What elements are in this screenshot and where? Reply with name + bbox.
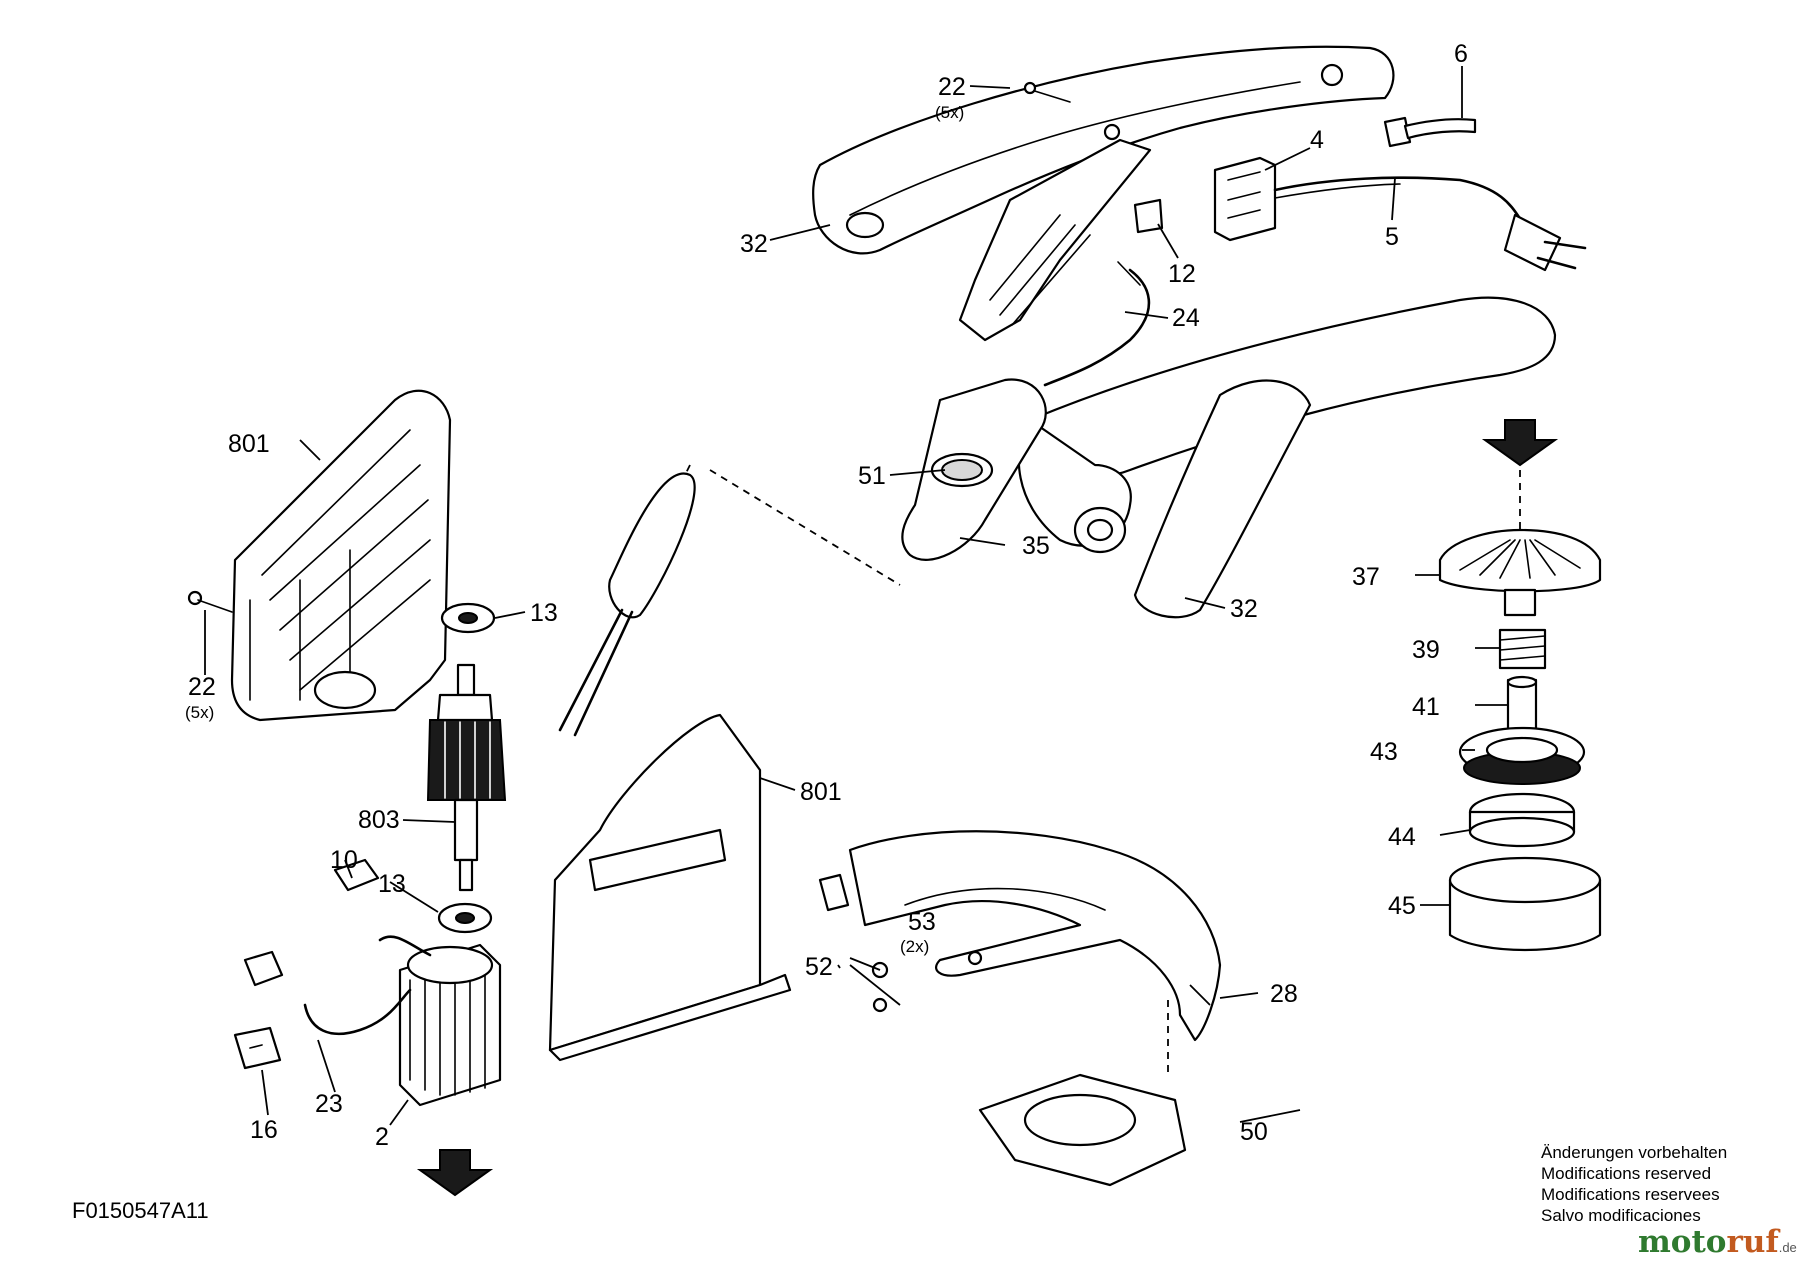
assembly-dashed-line: [709, 469, 901, 586]
label-13-bottom: 13: [378, 870, 406, 898]
label-51: 51: [858, 462, 886, 490]
label-5: 5: [1385, 223, 1399, 251]
wire-23-part: [303, 988, 412, 1036]
label-6: 6: [1454, 40, 1468, 68]
hub-41-part: [1506, 675, 1538, 732]
label-37: 37: [1352, 563, 1380, 591]
label-32-right: 32: [1230, 595, 1258, 623]
label-45: 45: [1388, 892, 1416, 920]
bearing-13-bottom-part: [437, 902, 493, 934]
shaft-tube-part: [1017, 296, 1557, 619]
figure-code: F0150547A11: [72, 1198, 209, 1223]
modifications-note-de: Änderungen vorbehalten: [1541, 1143, 1727, 1162]
label-4: 4: [1310, 126, 1324, 154]
cap-45-part: [1448, 856, 1602, 952]
motor-cover-part: [548, 713, 792, 1062]
label-22-left: 22: [188, 673, 216, 701]
label-41: 41: [1412, 693, 1440, 721]
stator-2-part: [378, 935, 502, 1107]
label-52: 52: [805, 953, 833, 981]
watermark-suffix: .de: [1779, 1240, 1797, 1255]
label-50: 50: [1240, 1118, 1268, 1146]
screw-22-top: [1023, 81, 1071, 103]
spring-39-part: [1498, 628, 1547, 670]
label-22-left-qty: (5x): [185, 703, 214, 722]
label-22-top-qty: (5x): [935, 103, 964, 122]
leader-lines: [204, 66, 1508, 1126]
label-35: 35: [1022, 532, 1050, 560]
cord-strain-relief-part: [1383, 116, 1477, 148]
label-2: 2: [375, 1123, 389, 1151]
screw-22-left: [187, 590, 233, 613]
armature-803-part: [426, 663, 507, 892]
brush-holder-10-part: [333, 858, 380, 892]
switch-part: [1133, 156, 1277, 242]
guard-28-part: [818, 830, 1222, 1042]
label-12: 12: [1168, 260, 1196, 288]
label-23: 23: [315, 1090, 343, 1118]
guard-base-50-part: [978, 1073, 1187, 1187]
label-16: 16: [250, 1116, 278, 1144]
label-801-bottom: 801: [800, 778, 842, 806]
power-cable-part: [1273, 176, 1587, 272]
assembly-arrow-down-left: [416, 1149, 494, 1197]
brush-block-16-part: [233, 1026, 282, 1070]
modifications-note-en: Modifications reserved: [1541, 1164, 1711, 1183]
fan-37-part: [1438, 528, 1602, 617]
modifications-note-es: Salvo modificaciones: [1541, 1206, 1701, 1225]
watermark-main: moto: [1638, 1224, 1726, 1260]
motoruf-watermark-logo: motoruf.de: [1638, 1224, 1797, 1260]
wire-sleeve-part: [558, 472, 696, 737]
upper-handle-part: [812, 45, 1395, 342]
ring-44-part: [1468, 792, 1576, 848]
grip-35-part: [901, 378, 1047, 561]
label-24: 24: [1172, 304, 1200, 332]
bearing-13-top-part: [440, 602, 496, 634]
label-39: 39: [1412, 636, 1440, 664]
label-43: 43: [1370, 738, 1398, 766]
terminal-block-part: [243, 950, 284, 987]
label-10: 10: [330, 846, 358, 874]
label-13-top: 13: [530, 599, 558, 627]
motor-housing-half-part: [230, 389, 452, 722]
svg-text:motoruf.de: motoruf.de: [1638, 1224, 1797, 1260]
assembly-arrow-down-right: [1481, 419, 1559, 467]
modifications-note-fr: Modifications reservees: [1541, 1185, 1720, 1204]
wire-24-part: [1043, 261, 1151, 387]
label-28: 28: [1270, 980, 1298, 1008]
label-22-top: 22: [938, 73, 966, 101]
label-32-top: 32: [740, 230, 768, 258]
label-803: 803: [358, 806, 400, 834]
label-53: 53: [908, 908, 936, 936]
label-44: 44: [1388, 823, 1416, 851]
label-53-qty: (2x): [900, 937, 929, 956]
spool-43-part: [1458, 726, 1586, 785]
label-801-top: 801: [228, 430, 270, 458]
watermark-accent: ruf: [1726, 1224, 1780, 1260]
